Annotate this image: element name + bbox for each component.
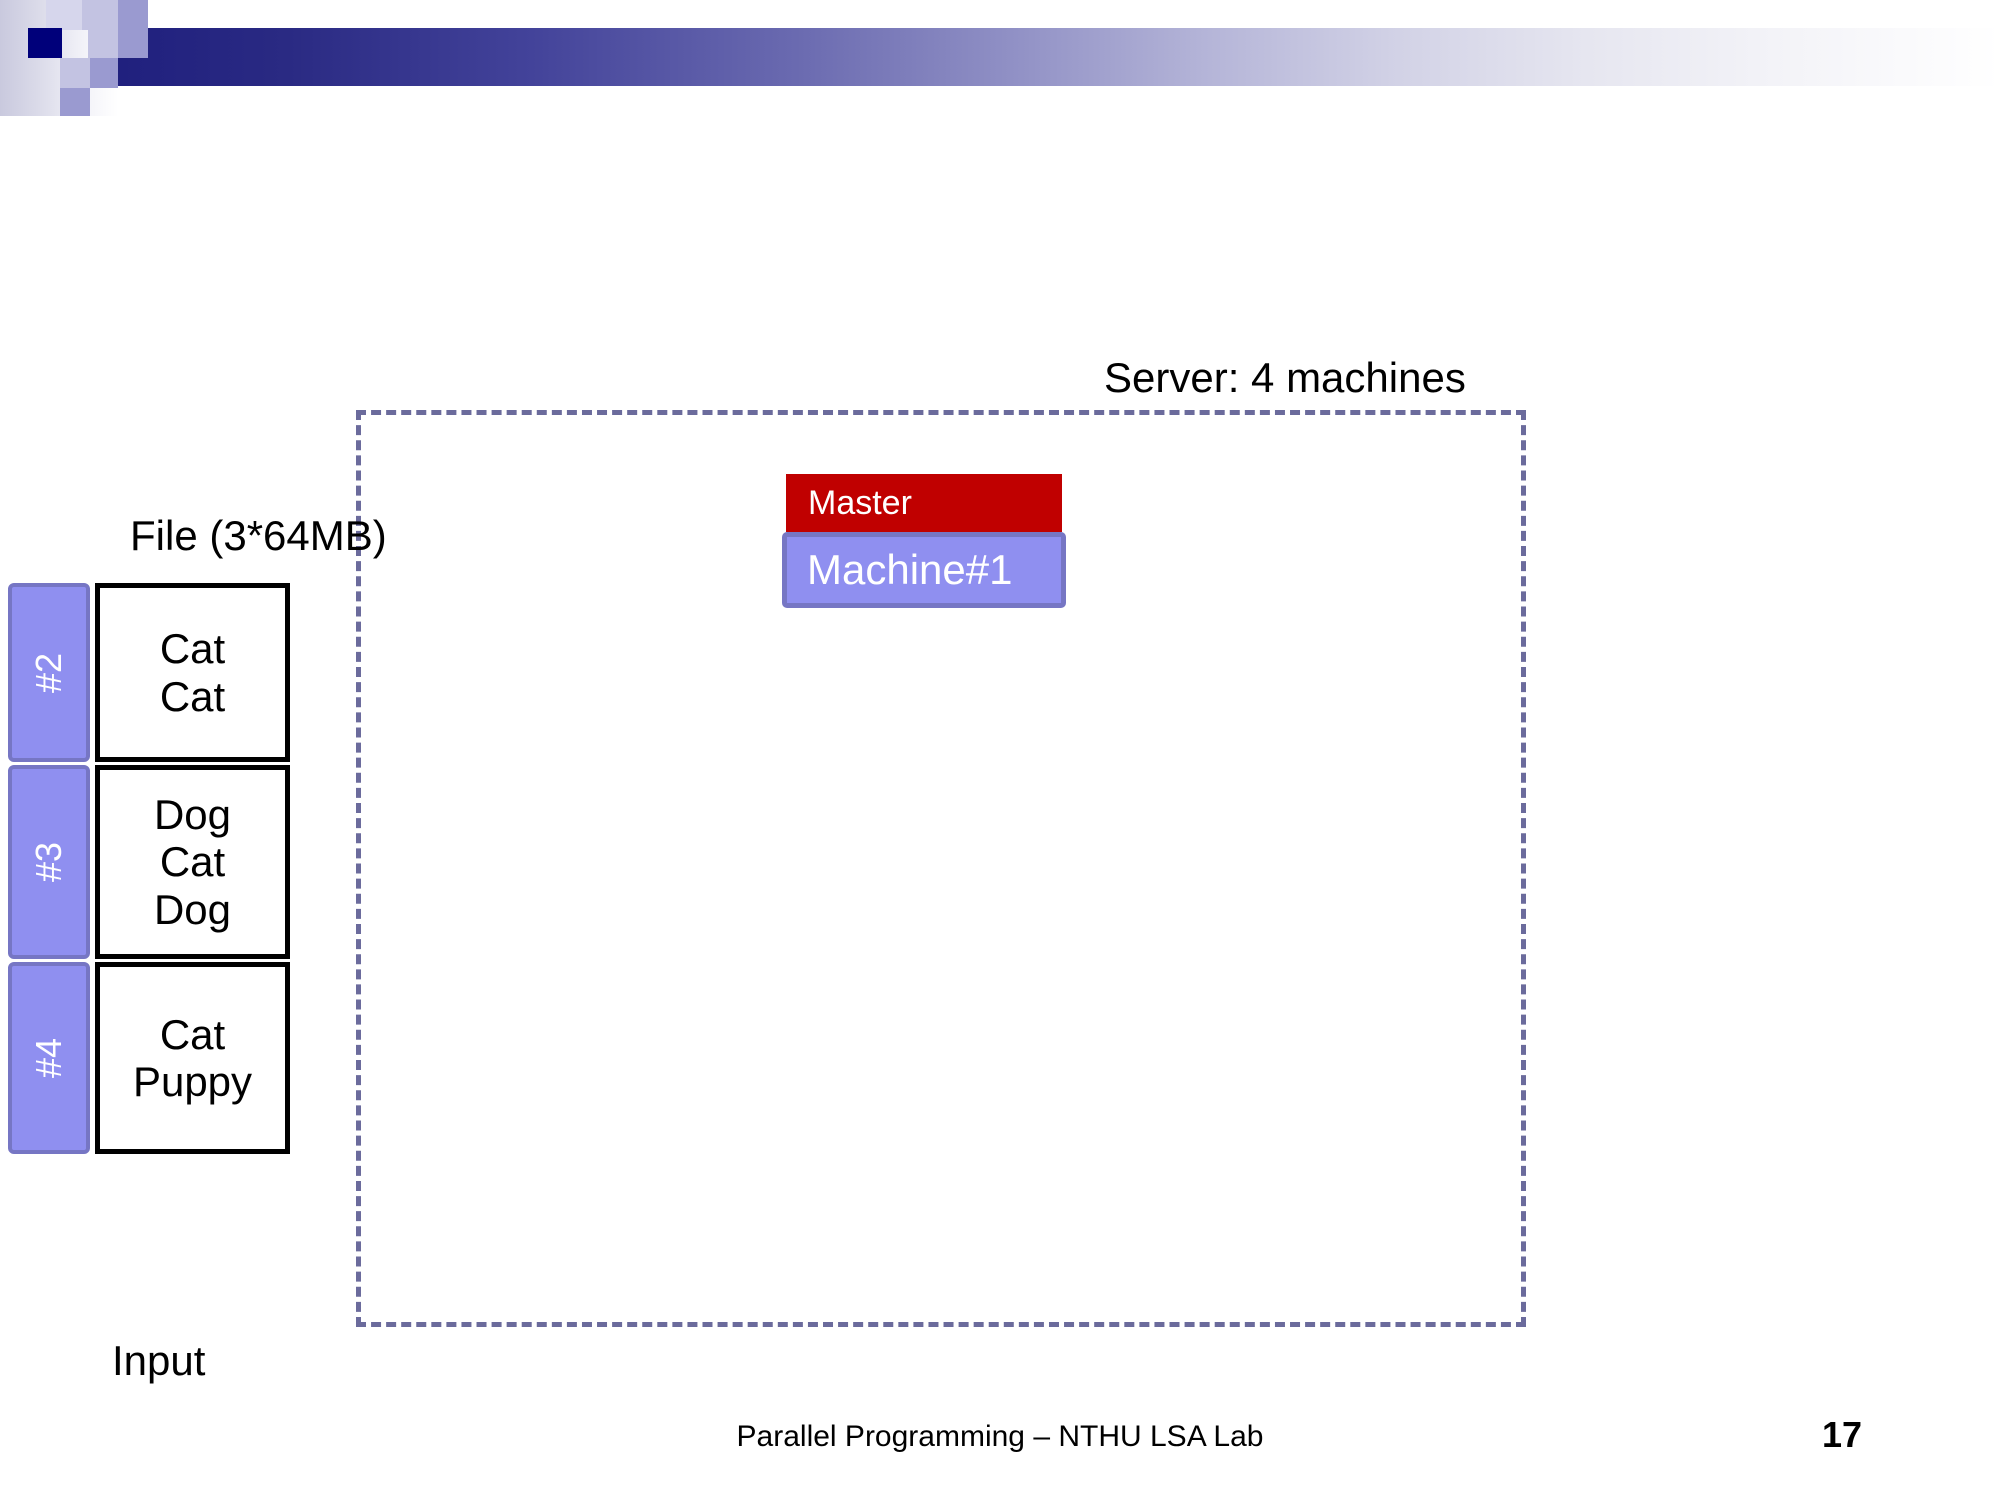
file-chunk-line: Dog [153,791,232,839]
file-chunk-tab-label-2: #2 [27,652,69,693]
file-chunk-tab-label-4: #4 [27,1037,69,1079]
file-chunk-line: Cat [159,672,226,720]
file-chunk-tab-2: #2 [8,583,90,762]
file-chunk-line: Dog [153,885,232,933]
file-chunk-line: Cat [159,625,226,673]
file-chunk-body-4: Cat Puppy [95,962,290,1154]
page-number: 17 [1822,1414,1863,1455]
header-square-2 [82,0,118,30]
header-square-4 [88,28,118,58]
file-chunk-tab-label-3: #3 [27,841,69,883]
header-square-navy [28,28,62,58]
file-chunk-line: Puppy [132,1058,253,1105]
header-square-6 [60,58,90,88]
server-title: Server: 4 machines [1104,354,1466,401]
header-square-3 [118,0,148,30]
header-square-5 [118,28,148,58]
server-boundary [356,410,1526,1327]
master-role-badge: Master [786,474,1062,532]
header-square-8 [60,88,90,116]
header-square-7 [90,58,118,88]
file-chunk-tab-3: #3 [8,765,90,959]
file-chunk-line: Cat [159,838,226,886]
header-square-1 [46,0,82,30]
header-gradient-band [118,28,2000,86]
file-chunk-body-2: Cat Cat [95,583,290,762]
file-chunk-body-3: Dog Cat Dog [95,765,290,959]
file-chunk-tab-4: #4 [8,962,90,1154]
footer-text: Parallel Programming – NTHU LSA Lab [736,1420,1264,1453]
file-size-label: File (3*64MB) [130,512,387,559]
machine-node-1: Machine#1 [782,532,1066,608]
file-chunk-line: Cat [159,1010,226,1058]
input-label: Input [112,1337,206,1384]
